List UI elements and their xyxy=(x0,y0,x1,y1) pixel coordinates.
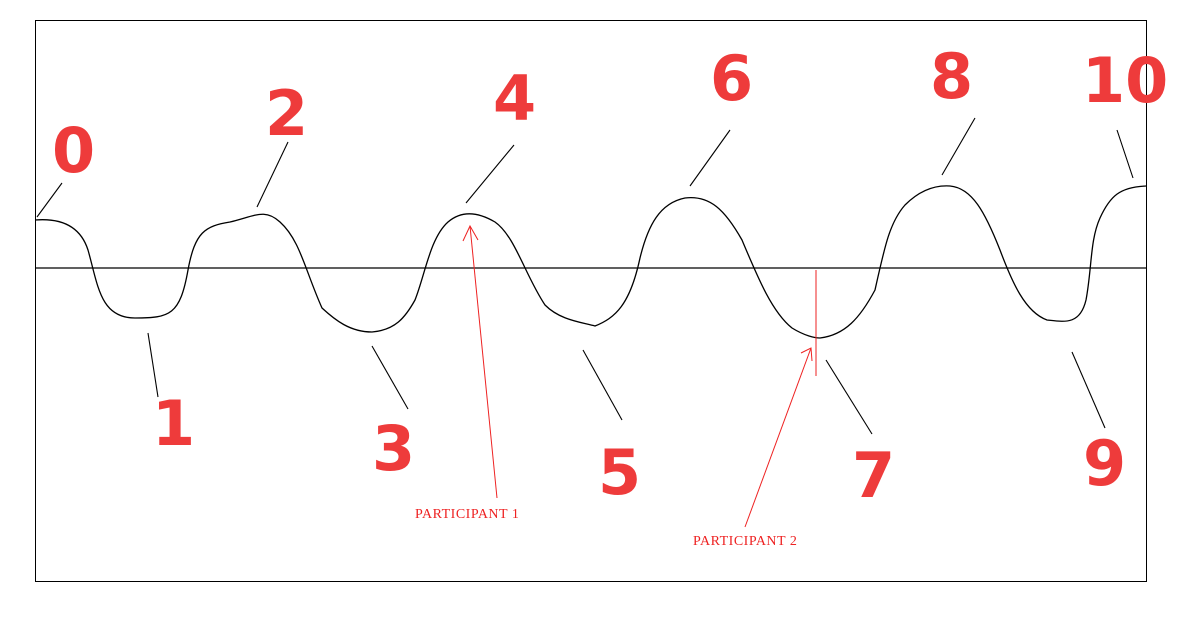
number-label-0: 0 xyxy=(52,114,95,187)
participant-2-arrow-head xyxy=(800,347,813,362)
number-label-2: 2 xyxy=(265,77,308,150)
leader-line-1 xyxy=(147,332,159,398)
leader-line-7 xyxy=(825,359,873,435)
diagram-frame xyxy=(35,20,1147,582)
number-label-8: 8 xyxy=(930,40,973,113)
participant-2-label: PARTICIPANT 2 xyxy=(693,534,797,549)
number-label-6: 6 xyxy=(710,42,753,115)
leader-line-3 xyxy=(371,345,409,410)
participant-1-arrow-head xyxy=(462,224,479,242)
leader-line-10 xyxy=(1116,129,1134,179)
number-label-5: 5 xyxy=(598,436,641,509)
leader-line-0 xyxy=(36,182,63,218)
leader-line-9 xyxy=(1071,351,1106,429)
number-label-10: 10 xyxy=(1082,44,1168,117)
number-label-7: 7 xyxy=(852,439,895,512)
participant-2-arrow-shaft xyxy=(744,347,812,528)
leader-lines xyxy=(36,117,1134,435)
leader-line-8 xyxy=(941,117,976,176)
wave-curve xyxy=(34,185,1147,339)
leader-line-6 xyxy=(689,129,731,187)
number-label-4: 4 xyxy=(493,62,536,135)
number-label-1: 1 xyxy=(152,387,195,460)
participant-1-arrow-shaft xyxy=(469,225,498,499)
leader-line-4 xyxy=(465,144,515,204)
participant-1-label: PARTICIPANT 1 xyxy=(415,507,519,522)
participant-2-annotation xyxy=(744,270,817,528)
number-label-9: 9 xyxy=(1083,427,1126,500)
leader-line-5 xyxy=(582,349,623,421)
number-label-3: 3 xyxy=(372,412,415,485)
extrema-numbers: 0 1 2 3 4 5 6 7 8 9 10 xyxy=(52,40,1168,512)
leader-line-2 xyxy=(256,141,289,208)
participant-1-annotation xyxy=(462,224,498,499)
